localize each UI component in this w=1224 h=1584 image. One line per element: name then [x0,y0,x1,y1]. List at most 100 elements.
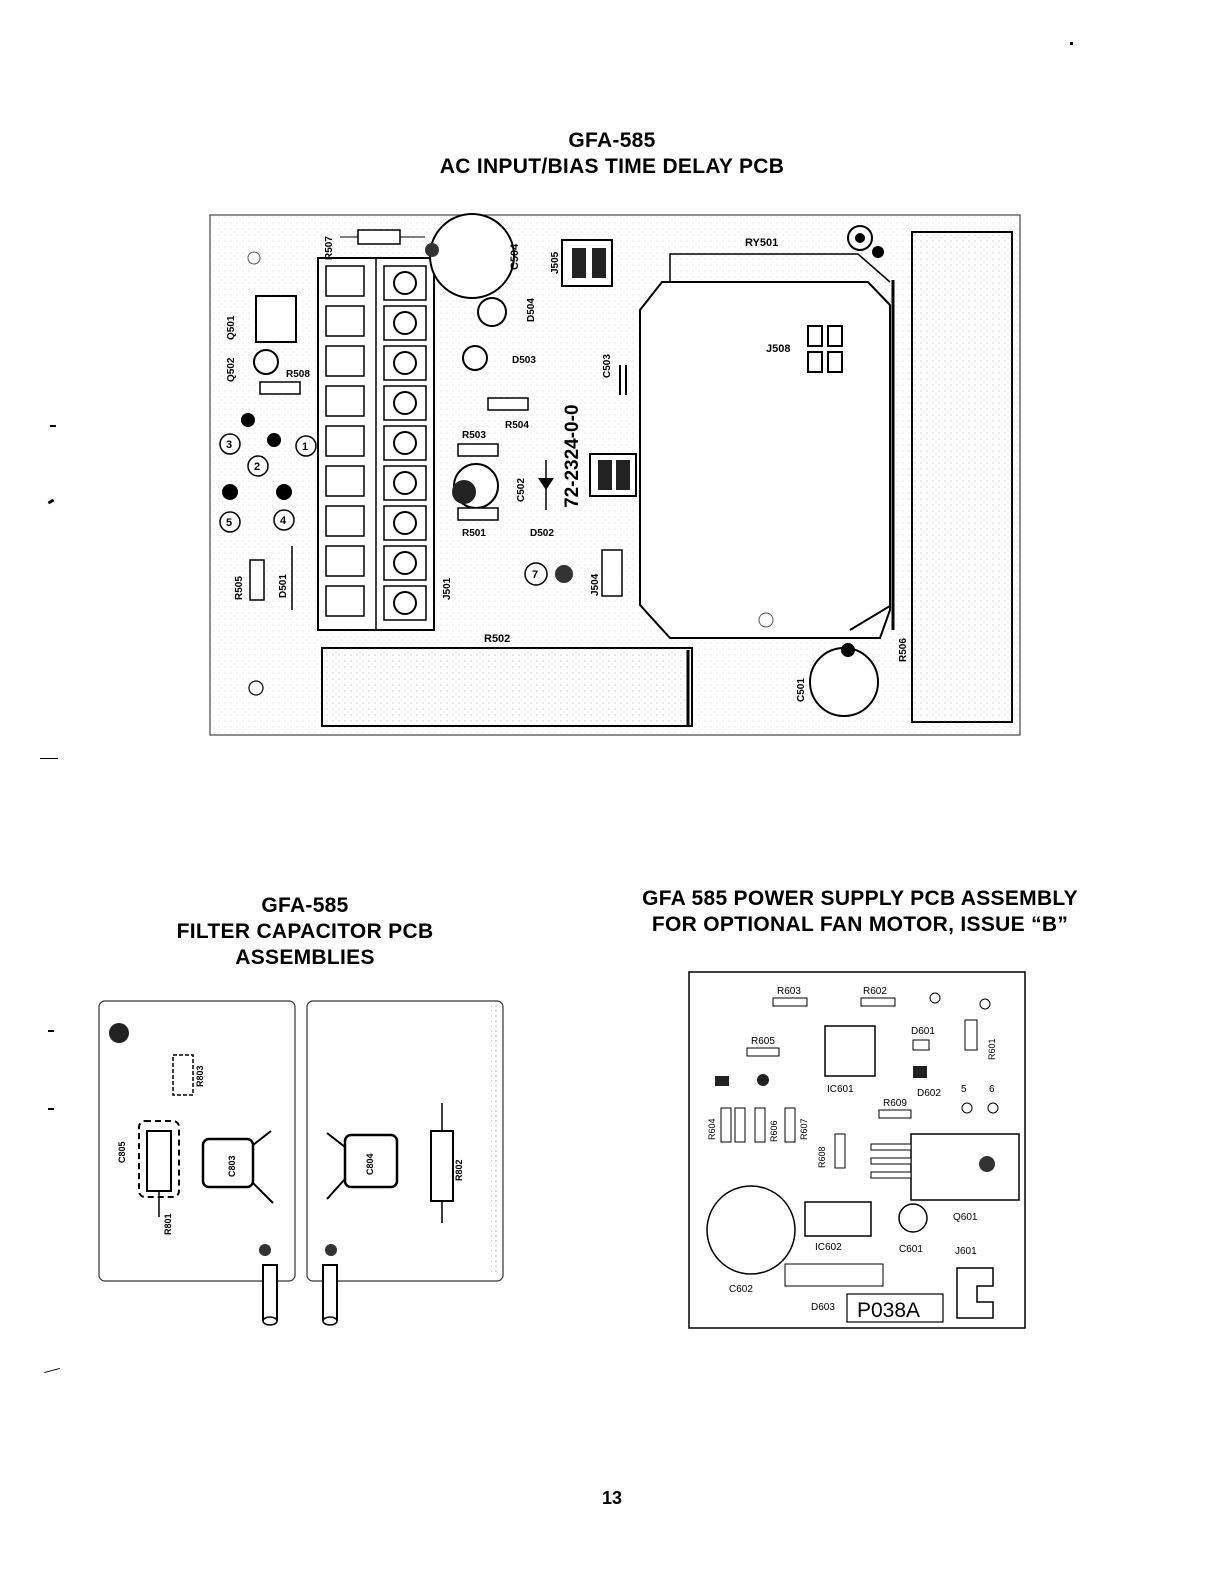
terminal-screw [393,351,417,375]
j504-label: J504 [590,573,601,596]
pad-5-label-psu: 5 [961,1084,967,1095]
ic602-label: IC602 [815,1242,842,1253]
pad-1-label: 1 [302,441,308,453]
ic601-label: IC601 [827,1084,854,1095]
terminal-slot [325,305,365,337]
r503-resistor [457,443,499,457]
terminal-screw [393,471,417,495]
r501-label: R501 [462,528,486,539]
c504-label: C504 [509,243,521,270]
pad-5-label: 5 [226,517,232,529]
q601-transistor [898,1203,928,1233]
q601-label: Q601 [953,1212,978,1223]
d502-label: D502 [530,528,554,539]
r505-label: R505 [234,576,245,600]
scan-mark [44,1367,60,1374]
r604-resistor [720,1107,732,1143]
r803-resistor [172,1054,194,1096]
ac-input-bias-pcb-diagram: C504 R507 J505 D504 RY501 J508 Q501 Q502… [209,213,1021,736]
d501-label: D501 [278,574,289,598]
d504-diode [477,297,507,327]
d602-label: D602 [917,1088,941,1099]
r507-resistor [357,229,401,245]
j505-label: J505 [550,251,561,274]
pcb1-title-line1: GFA-585 [568,129,656,152]
pad-7-label: 7 [532,569,538,581]
terminal-screw [393,511,417,535]
r502-label: R502 [484,633,510,645]
r607-resistor [784,1107,796,1143]
scan-mark [48,1108,54,1110]
c602-capacitor [706,1185,796,1275]
pcb2-title-line3: ASSEMBLIES [235,946,375,969]
j504-connector [601,549,623,597]
r803-label: R803 [195,1065,205,1087]
board-stamp [846,1293,944,1323]
regulator-heatsink [910,1133,1020,1201]
c805-label: C805 [117,1141,127,1163]
terminal-slot [325,585,365,617]
r503-label: R503 [462,430,486,441]
r802-label: R802 [454,1159,464,1181]
j508-connector [807,325,823,347]
pad-2-label: 2 [254,461,260,473]
r505-resistor [249,559,265,601]
r606-label: R606 [769,1120,779,1142]
page-number: 13 [601,1488,623,1508]
terminal-screw [393,271,417,295]
terminal-screw [393,551,417,575]
c804-label: C804 [365,1153,375,1175]
j501-label: J501 [442,577,453,600]
ry501-label: RY501 [745,237,778,249]
r504-label: R504 [505,420,529,431]
scan-mark [40,758,58,759]
ry501-relay [639,281,891,639]
pcb1-part-number: 72-2324-0-0 [562,404,583,508]
j508-label: J508 [766,343,790,355]
r607-label: R607 [799,1118,809,1140]
board-stamp-text: P038A [857,1299,920,1322]
c803-label: C803 [227,1155,237,1177]
scan-mark [47,498,55,505]
r602-label: R602 [863,986,887,997]
ic601-chip [824,1025,876,1077]
terminal-screw [393,431,417,455]
j601-connector [956,1267,994,1319]
q501-transistor [255,295,297,343]
r606-resistor [754,1107,766,1143]
terminal-block [317,257,435,631]
q501-label: Q501 [226,315,237,340]
pcb2-title-line2: FILTER CAPACITOR PCB [176,920,434,943]
r508-label: R508 [286,369,310,380]
pcb2-title: GFA-585 FILTER CAPACITOR PCB ASSEMBLIES [125,893,485,971]
c602-label: C602 [729,1284,753,1295]
c503-label: C503 [602,354,613,378]
r601-label: R601 [987,1038,997,1060]
filter-capacitor-pcb-diagram: R803 C805 R801 C803 C804 R802 [98,1000,504,1326]
d503-label: D503 [512,355,536,366]
scan-mark [48,1030,54,1032]
r601-resistor [964,1019,978,1051]
r608-label: R608 [817,1146,827,1168]
r507-label: R507 [324,236,335,260]
r504-resistor [487,397,529,411]
terminal-slot [325,545,365,577]
terminal-screw [393,591,417,615]
c601-label: C601 [899,1244,923,1255]
pcb3-title: GFA 585 POWER SUPPLY PCB ASSEMBLY FOR OP… [590,886,1130,938]
d601-label: D601 [911,1026,935,1037]
terminal-slot [325,465,365,497]
c803-capacitor [201,1137,255,1189]
filter-board-right [306,1000,504,1282]
terminal-slot [325,385,365,417]
pcb1-title-line2: AC INPUT/BIAS TIME DELAY PCB [439,155,785,178]
terminal-slot [325,425,365,457]
r508-resistor [259,381,301,395]
terminal-screw [393,391,417,415]
pcb3-title-line1: GFA 585 POWER SUPPLY PCB ASSEMBLY [642,887,1078,910]
j601-label: J601 [955,1246,977,1257]
pcb3-title-line2: FOR OPTIONAL FAN MOTOR, ISSUE “B” [651,913,1069,936]
c804-capacitor [343,1133,399,1189]
r801-label: R801 [163,1213,173,1235]
scan-mark [50,425,56,427]
